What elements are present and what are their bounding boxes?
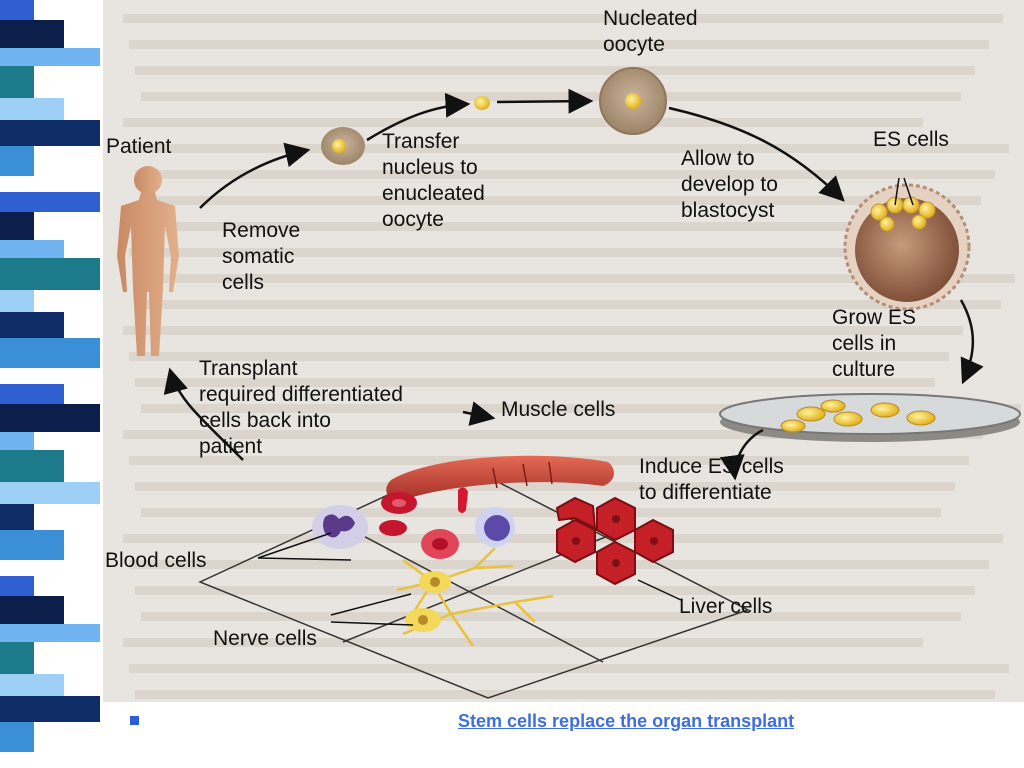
label-remove-somatic: Remove somatic cells bbox=[222, 219, 301, 294]
texture-line bbox=[129, 560, 989, 569]
texture-line bbox=[141, 508, 941, 517]
muscle-cell bbox=[386, 455, 615, 502]
stripe-segment bbox=[0, 404, 100, 432]
stem-cell-diagram bbox=[117, 67, 1021, 699]
label-nucleated-oocyte: Nucleated oocyte bbox=[603, 7, 698, 56]
stripe-segment bbox=[0, 338, 100, 368]
label-muscle-cells: Muscle cells bbox=[501, 398, 616, 421]
stripe-segment bbox=[0, 48, 100, 66]
decorative-stripe-bar bbox=[0, 0, 102, 768]
stripe-segment bbox=[0, 368, 34, 384]
blastocyst bbox=[843, 183, 971, 311]
diagram-panel: Nucleated oocyte Patient Transfer nucleu… bbox=[103, 0, 1024, 702]
nucleated-oocyte bbox=[599, 67, 667, 135]
label-liver-cells: Liver cells bbox=[679, 595, 773, 618]
texture-line bbox=[129, 144, 1009, 153]
stripe-segment bbox=[0, 384, 64, 404]
texture-line bbox=[129, 352, 949, 361]
stripe-segment bbox=[0, 312, 64, 338]
stripe-segment bbox=[0, 642, 34, 674]
texture-line bbox=[135, 274, 1015, 283]
label-induce-es: Induce ES cells to differentiate bbox=[639, 455, 784, 504]
stripe-segment bbox=[0, 752, 64, 768]
label-transplant: Transplant required differentiated cells… bbox=[199, 357, 403, 458]
stripe-segment bbox=[0, 120, 100, 146]
transferred-nucleus bbox=[474, 96, 490, 110]
texture-line bbox=[123, 14, 1003, 23]
stripe-segment bbox=[0, 20, 64, 48]
label-nerve-cells: Nerve cells bbox=[213, 627, 317, 650]
stripe-segment bbox=[0, 240, 64, 258]
background-text-texture bbox=[123, 14, 1021, 699]
stripe-segment bbox=[0, 530, 64, 560]
stripe-segment bbox=[0, 258, 100, 290]
culture-dish bbox=[719, 393, 1021, 442]
texture-line bbox=[141, 92, 961, 101]
stripe-segment bbox=[0, 576, 34, 596]
texture-line bbox=[135, 690, 995, 699]
stripe-segment bbox=[0, 212, 34, 240]
flow-arrows bbox=[163, 88, 984, 481]
stripe-segment bbox=[0, 432, 34, 450]
stripe-segment bbox=[0, 146, 34, 176]
stripe-segment bbox=[0, 596, 64, 624]
stripe-segment bbox=[0, 722, 34, 752]
texture-line bbox=[123, 638, 923, 647]
pointer-lines bbox=[257, 177, 914, 626]
patient-figure bbox=[117, 166, 179, 356]
texture-line bbox=[129, 664, 1009, 673]
stripe-segment bbox=[0, 290, 34, 312]
stripe-segment bbox=[0, 624, 100, 642]
stripe-segment bbox=[0, 66, 34, 98]
stripe-segment bbox=[0, 192, 100, 212]
texture-line bbox=[141, 300, 1001, 309]
texture-line bbox=[135, 170, 995, 179]
stripe-segment bbox=[0, 98, 64, 120]
stripe-segment bbox=[0, 696, 100, 722]
stripe-segment bbox=[0, 450, 64, 482]
texture-line bbox=[135, 66, 975, 75]
label-blood-cells: Blood cells bbox=[105, 549, 207, 572]
stripe-segment bbox=[0, 482, 100, 504]
label-allow-develop: Allow to develop to blastocyst bbox=[681, 147, 778, 222]
stripe-segment bbox=[0, 674, 64, 696]
footer-link[interactable]: Stem cells replace the organ transplant bbox=[458, 711, 795, 731]
texture-line bbox=[135, 482, 955, 491]
stripe-segment bbox=[0, 176, 64, 192]
liver-cell-nuclei bbox=[572, 515, 658, 567]
stripe-segment bbox=[0, 560, 100, 576]
texture-line bbox=[123, 430, 983, 439]
somatic-cell bbox=[321, 127, 365, 165]
texture-line bbox=[123, 118, 923, 127]
texture-line bbox=[135, 586, 975, 595]
label-es-cells: ES cells bbox=[873, 128, 949, 151]
footer-bullet bbox=[130, 716, 139, 725]
texture-line bbox=[129, 40, 989, 49]
texture-line bbox=[135, 378, 935, 387]
nerve-cell-bodies bbox=[405, 571, 451, 632]
texture-line bbox=[141, 196, 981, 205]
label-grow-es: Grow ES cells in culture bbox=[832, 306, 917, 381]
label-transfer-nucleus: Transfer nucleus to enucleated oocyte bbox=[382, 130, 485, 231]
stripe-segment bbox=[0, 0, 34, 20]
blood-cells bbox=[312, 487, 515, 559]
stripe-segment bbox=[0, 504, 34, 530]
texture-line bbox=[141, 612, 961, 621]
texture-line bbox=[123, 222, 943, 231]
texture-line bbox=[123, 326, 963, 335]
texture-line bbox=[129, 248, 929, 257]
label-patient: Patient bbox=[106, 135, 172, 158]
texture-line bbox=[141, 404, 1021, 413]
